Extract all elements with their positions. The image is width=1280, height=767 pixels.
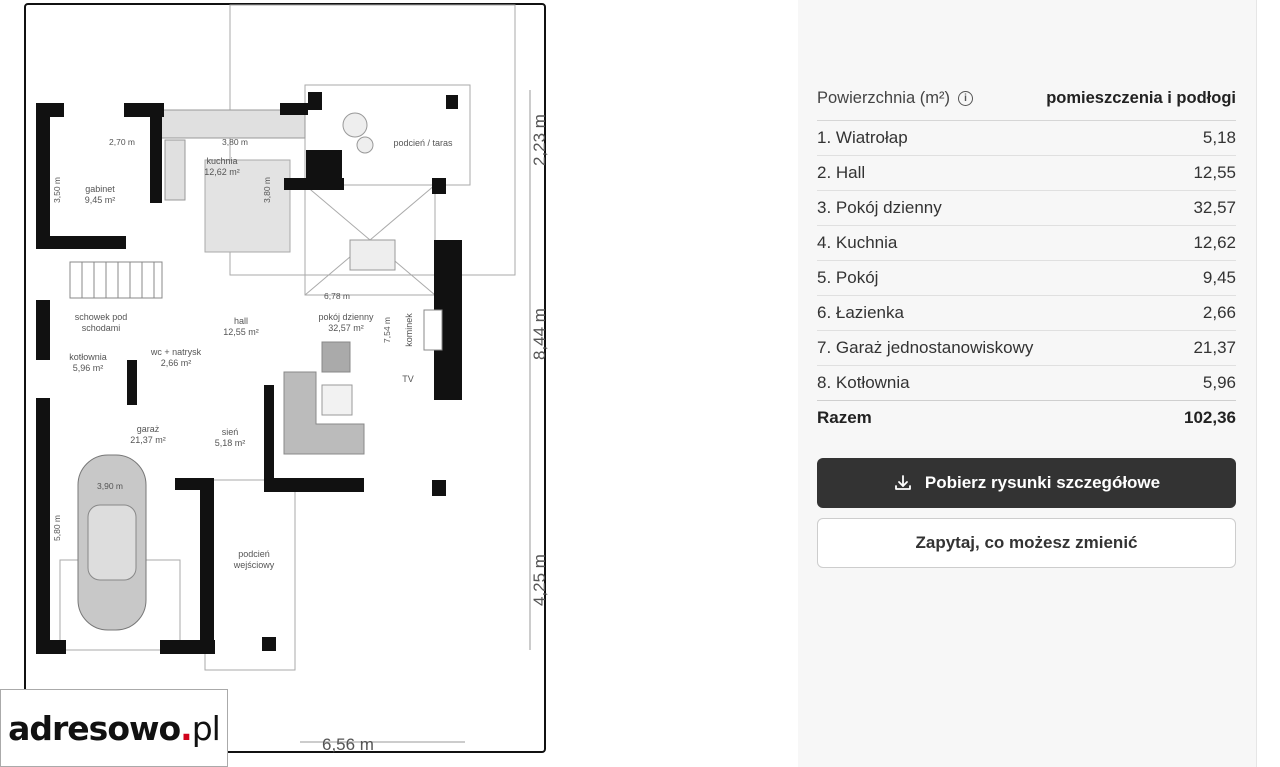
- dim-5-80: 5,80 m: [52, 515, 62, 541]
- dim-3-50: 3,50 m: [52, 177, 62, 203]
- download-button-label: Pobierz rysunki szczegółowe: [924, 473, 1161, 492]
- info-icon[interactable]: i: [957, 90, 973, 106]
- dim-right-mid: 8,44 m: [530, 308, 549, 360]
- label-schowek-2: schodami: [82, 323, 121, 333]
- area-table: Powierzchnia (m²) i pomieszczenia i podł…: [817, 76, 1236, 435]
- label-kotlownia: kotłownia: [69, 352, 107, 362]
- dim-7-54: 7,54 m: [382, 317, 392, 343]
- label-sien: sień: [222, 427, 239, 437]
- area-table-header: Powierzchnia (m²) i pomieszczenia i podł…: [817, 76, 1236, 121]
- area-mode-label[interactable]: pomieszczenia i podłogi: [1046, 88, 1236, 107]
- area-header-label: Powierzchnia (m²): [817, 88, 950, 107]
- download-icon: [893, 473, 913, 493]
- label-podcien-1: podcień: [238, 549, 270, 559]
- dim-bottom: 6,56 m: [322, 735, 374, 754]
- label-taras: podcień / taras: [393, 138, 453, 148]
- dim-2-70: 2,70 m: [109, 137, 135, 147]
- adresowo-logo: adresowo.pl: [0, 689, 228, 767]
- dim-3-80: 3,80 m: [222, 137, 248, 147]
- label-sien-area: 5,18 m²: [215, 438, 246, 448]
- label-gabinet-area: 9,45 m²: [85, 195, 116, 205]
- adresowo-logo-text: adresowo.pl: [8, 708, 221, 748]
- label-garaz-area: 21,37 m²: [130, 435, 166, 445]
- floor-plan-area: gabinet 9,45 m² kuchnia 12,62 m² podcień…: [0, 3, 549, 767]
- label-garaz: garaż: [137, 424, 160, 434]
- dim-3-90: 3,90 m: [97, 481, 123, 491]
- scrollbar[interactable]: [1256, 0, 1280, 767]
- floor-plan-drawing: gabinet 9,45 m² kuchnia 12,62 m² podcień…: [36, 4, 549, 754]
- label-kotlownia-area: 5,96 m²: [73, 363, 104, 373]
- label-wc: wc + natrysk: [150, 347, 202, 357]
- download-drawings-button[interactable]: Pobierz rysunki szczegółowe: [817, 458, 1236, 508]
- label-pokoj: pokój dzienny: [318, 312, 374, 322]
- ask-button-label: Zapytaj, co możesz zmienić: [915, 533, 1138, 552]
- label-schowek-1: schowek pod: [75, 312, 128, 322]
- label-pokoj-area: 32,57 m²: [328, 323, 364, 333]
- label-kuchnia-area: 12,62 m²: [204, 167, 240, 177]
- dim-3-80-vertical: 3,80 m: [262, 177, 272, 203]
- label-kuchnia: kuchnia: [206, 156, 237, 166]
- label-wc-area: 2,66 m²: [161, 358, 192, 368]
- dim-6-78: 6,78 m: [324, 291, 350, 301]
- label-podcien-2: wejściowy: [233, 560, 275, 570]
- label-hall: hall: [234, 316, 248, 326]
- ask-changes-button[interactable]: Zapytaj, co możesz zmienić: [817, 518, 1236, 568]
- dim-right-bottom: 4,25 m: [530, 554, 549, 606]
- label-gabinet: gabinet: [85, 184, 115, 194]
- label-hall-area: 12,55 m²: [223, 327, 259, 337]
- floor-plan-frame: [24, 3, 546, 753]
- area-side-panel: Powierzchnia (m²) i pomieszczenia i podł…: [798, 0, 1256, 767]
- label-kominek: kominek: [404, 313, 414, 347]
- dim-right-top: 2,23 m: [530, 114, 549, 166]
- label-tv: TV: [402, 374, 414, 384]
